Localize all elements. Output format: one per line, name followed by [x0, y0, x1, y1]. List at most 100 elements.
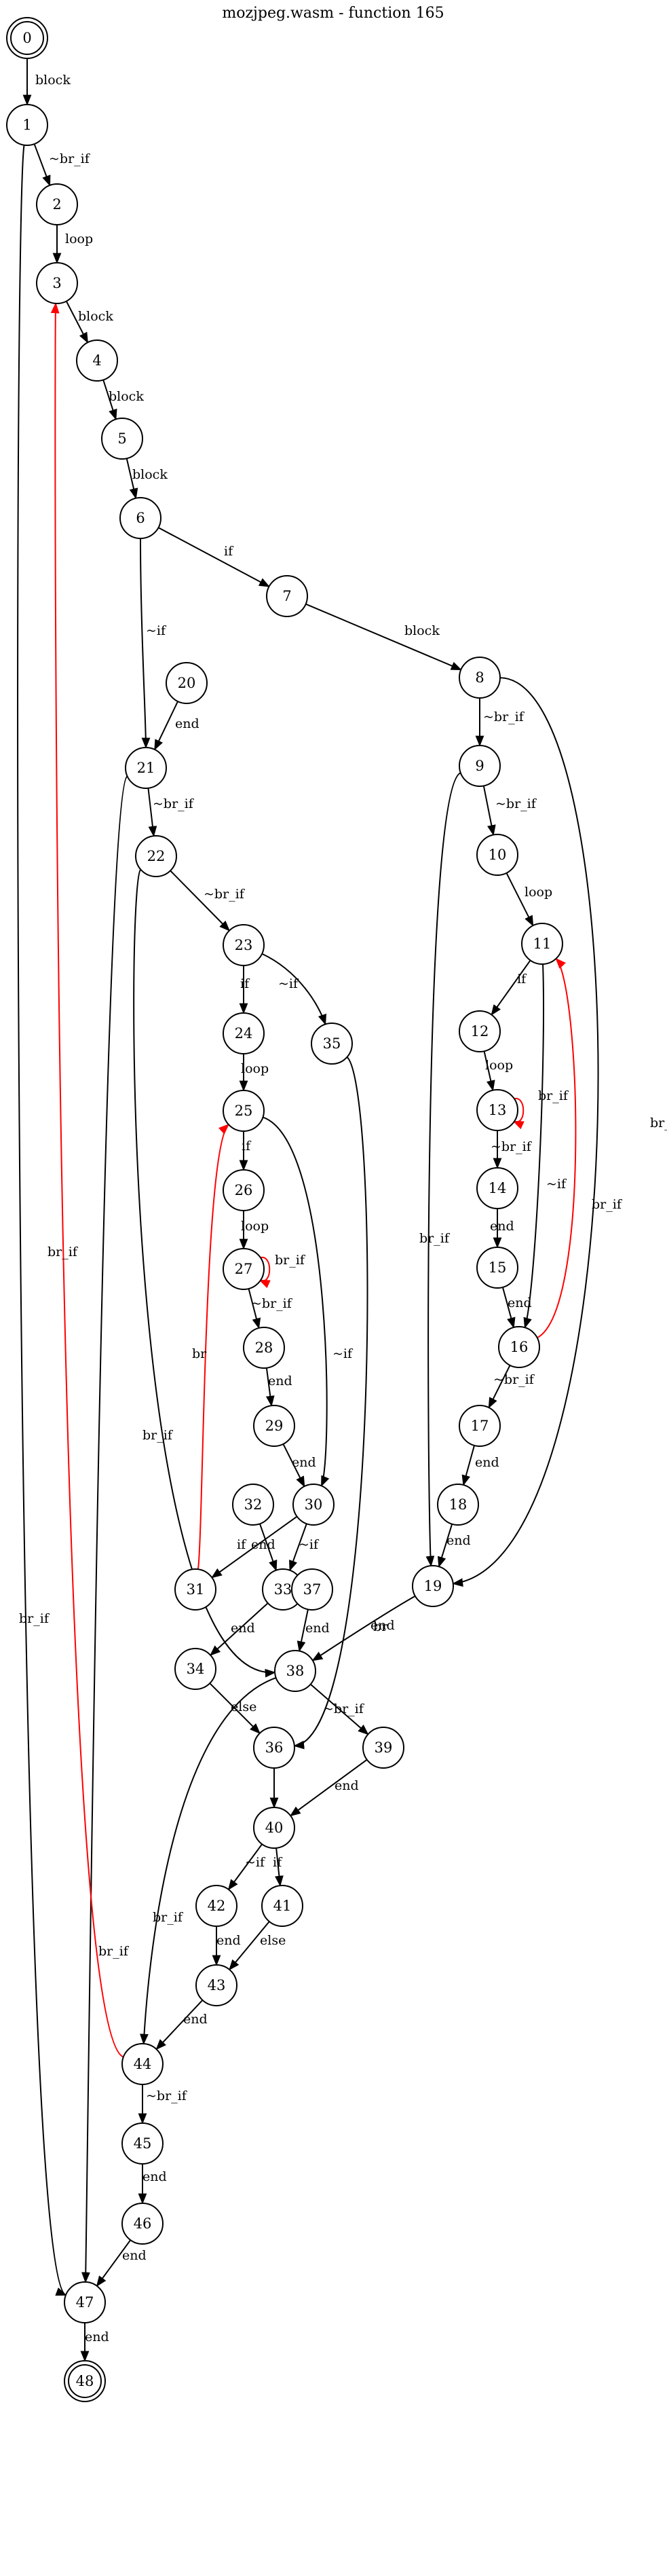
node-ring [223, 1169, 265, 1211]
node-ring [64, 2281, 106, 2323]
node-3: 3 [36, 262, 78, 304]
edge-label-25-26: if [242, 1139, 252, 1154]
node-label: 42 [208, 1898, 226, 1914]
edge-label-5-6: block [132, 467, 168, 482]
edge-43-44 [155, 2000, 204, 2050]
node-ring [459, 745, 501, 787]
node-29: 29 [253, 1405, 295, 1447]
edge-40-41 [275, 1847, 284, 1887]
edge-label-31-25: br [192, 1346, 207, 1361]
node-label: 41 [273, 1898, 292, 1914]
node-ring [459, 1405, 501, 1447]
edge-27-27 [259, 1257, 271, 1289]
edge-label-41-43: else [260, 1933, 286, 1948]
edge-label-38-44: br_if [153, 1910, 184, 1925]
node-ring [121, 2122, 164, 2165]
node-ring [223, 1012, 265, 1054]
node-ring [253, 1405, 295, 1447]
node-label: 7 [282, 588, 291, 604]
node-label: 46 [134, 2215, 152, 2232]
node-ring [311, 1023, 353, 1065]
node-42: 42 [195, 1885, 237, 1927]
node-ring [125, 747, 167, 789]
node-15: 15 [476, 1247, 518, 1289]
node-ring [36, 262, 78, 304]
node-20: 20 [166, 662, 208, 704]
edge-label-35-36: end [370, 1618, 395, 1633]
edge-12-13 [483, 1051, 495, 1092]
edge-label-9-19: br_if [419, 1231, 451, 1246]
node-32: 32 [232, 1484, 274, 1526]
edge-label-23-35: ~if [278, 976, 299, 991]
node-22: 22 [135, 835, 177, 877]
node-ring [292, 1484, 335, 1526]
edge-38-39 [309, 1683, 369, 1735]
node-label: 13 [489, 1102, 507, 1118]
node-10: 10 [476, 834, 518, 876]
node-label: 32 [244, 1496, 263, 1513]
edge-label-22-38: br_if [142, 1428, 174, 1443]
edge-35-36 [293, 1056, 368, 1750]
node-ring [121, 2203, 164, 2245]
node-ring [476, 1247, 518, 1289]
edge-label-20-21: end [175, 716, 199, 731]
edge-label-33-34: end [231, 1621, 255, 1636]
edge-label-46-47: end [122, 2248, 147, 2263]
edge-label-45-46: end [142, 2169, 167, 2184]
edge-34-36 [209, 1682, 261, 1734]
edge-11-16 [523, 963, 545, 1329]
node-label: 12 [471, 1023, 489, 1039]
edge-label-42-43: end [216, 1933, 241, 1948]
edge-11-12 [491, 959, 531, 1016]
edge-41-43 [229, 1921, 270, 1971]
node-label: 0 [22, 30, 31, 46]
node-ring [223, 924, 265, 966]
node-13: 13 [476, 1089, 518, 1131]
edge-label-23-24: if [240, 976, 250, 991]
edge-16-11 [537, 957, 577, 1339]
node-12: 12 [459, 1010, 501, 1052]
edge-label-8-19: br_if [650, 1116, 667, 1130]
node-inner-ring [10, 21, 44, 55]
node-40: 40 [253, 1807, 295, 1849]
node-label: 25 [235, 1103, 253, 1119]
node-label: 2 [52, 196, 61, 213]
edge-1-2 [33, 143, 51, 187]
node-label: 33 [274, 1581, 292, 1598]
edge-label-11-16: ~if [546, 1177, 567, 1192]
node-ring [253, 1727, 295, 1769]
node-24: 24 [223, 1012, 265, 1054]
node-7: 7 [266, 575, 308, 617]
node-label: 26 [235, 1182, 253, 1198]
edge-label-29-30: end [292, 1455, 316, 1470]
edge-label-17-18: end [475, 1455, 499, 1470]
edge-label-4-5: block [109, 389, 144, 404]
edge-38-44 [140, 1677, 277, 2045]
node-label: 21 [137, 760, 155, 776]
edge-label-22-23: ~br_if [204, 887, 246, 902]
edge-6-21 [140, 538, 151, 749]
edge-label-15-16: end [508, 1295, 532, 1310]
edge-25-30 [263, 1116, 330, 1487]
node-label: 30 [305, 1496, 323, 1513]
node-label: 15 [489, 1259, 507, 1276]
node-label: 35 [323, 1035, 341, 1052]
edge-label-25-30: ~if [332, 1346, 354, 1361]
node-38: 38 [274, 1650, 316, 1692]
node-label: 31 [187, 1581, 205, 1598]
node-31: 31 [174, 1568, 216, 1611]
node-39: 39 [362, 1727, 404, 1769]
edge-15-16 [501, 1287, 516, 1329]
node-label: 14 [489, 1180, 507, 1196]
node-48: 48 [64, 2360, 106, 2402]
node-ring [174, 1648, 216, 1690]
node-ring [412, 1565, 454, 1607]
node-label: 1 [22, 117, 31, 133]
node-ring [195, 1964, 237, 2006]
edge-label-6-7: if [224, 544, 234, 559]
edge-31-25 [197, 1124, 230, 1570]
node-4: 4 [76, 339, 118, 382]
edge-29-30 [282, 1443, 305, 1488]
node-2: 2 [36, 183, 78, 225]
